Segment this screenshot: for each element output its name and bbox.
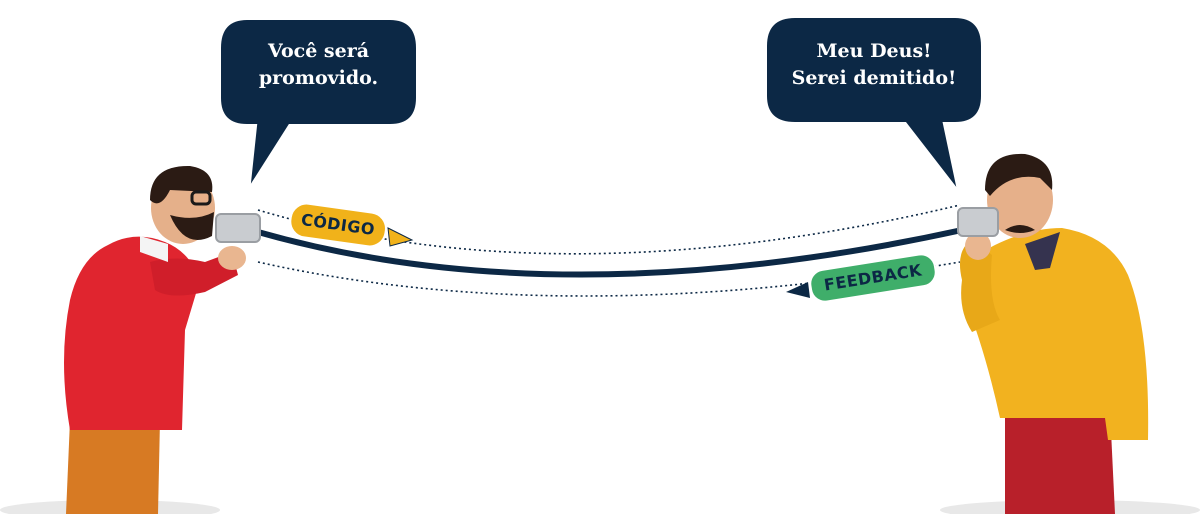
right-collar — [1025, 232, 1060, 270]
left-collar — [140, 236, 168, 262]
left-person — [64, 165, 261, 514]
right-can-icon — [957, 207, 999, 237]
left-arm — [150, 252, 238, 296]
left-beard — [170, 212, 214, 240]
right-arm — [959, 240, 1000, 332]
left-pants — [66, 420, 160, 514]
right-bubble-line-1: Meu Deus! — [816, 40, 932, 62]
left-glasses-icon — [190, 190, 212, 206]
right-pants — [1005, 410, 1115, 514]
right-person — [957, 153, 1149, 514]
right-hair — [985, 153, 1053, 196]
feedback-arrow-icon — [786, 282, 810, 298]
right-hand — [965, 232, 991, 260]
code-tag — [289, 202, 387, 248]
left-hair — [150, 165, 213, 204]
right-bubble-line-2: Serei demitido! — [791, 67, 957, 89]
feedback-tag — [809, 253, 937, 303]
left-hand — [218, 246, 246, 270]
left-bubble-line-1: Você será — [267, 40, 370, 62]
left-speech-bubble — [217, 16, 420, 194]
right-speech-bubble — [763, 14, 985, 197]
code-arrow-icon — [387, 227, 414, 247]
right-bubble-text: Meu Deus! Serei demitido! — [765, 38, 983, 92]
right-sweater — [964, 228, 1149, 440]
left-bubble-text: Você será promovido. — [219, 38, 418, 92]
right-mustache — [1005, 225, 1035, 233]
telephone-wire — [255, 227, 965, 278]
left-bubble-line-2: promovido. — [258, 67, 379, 89]
left-can-icon — [215, 213, 261, 243]
